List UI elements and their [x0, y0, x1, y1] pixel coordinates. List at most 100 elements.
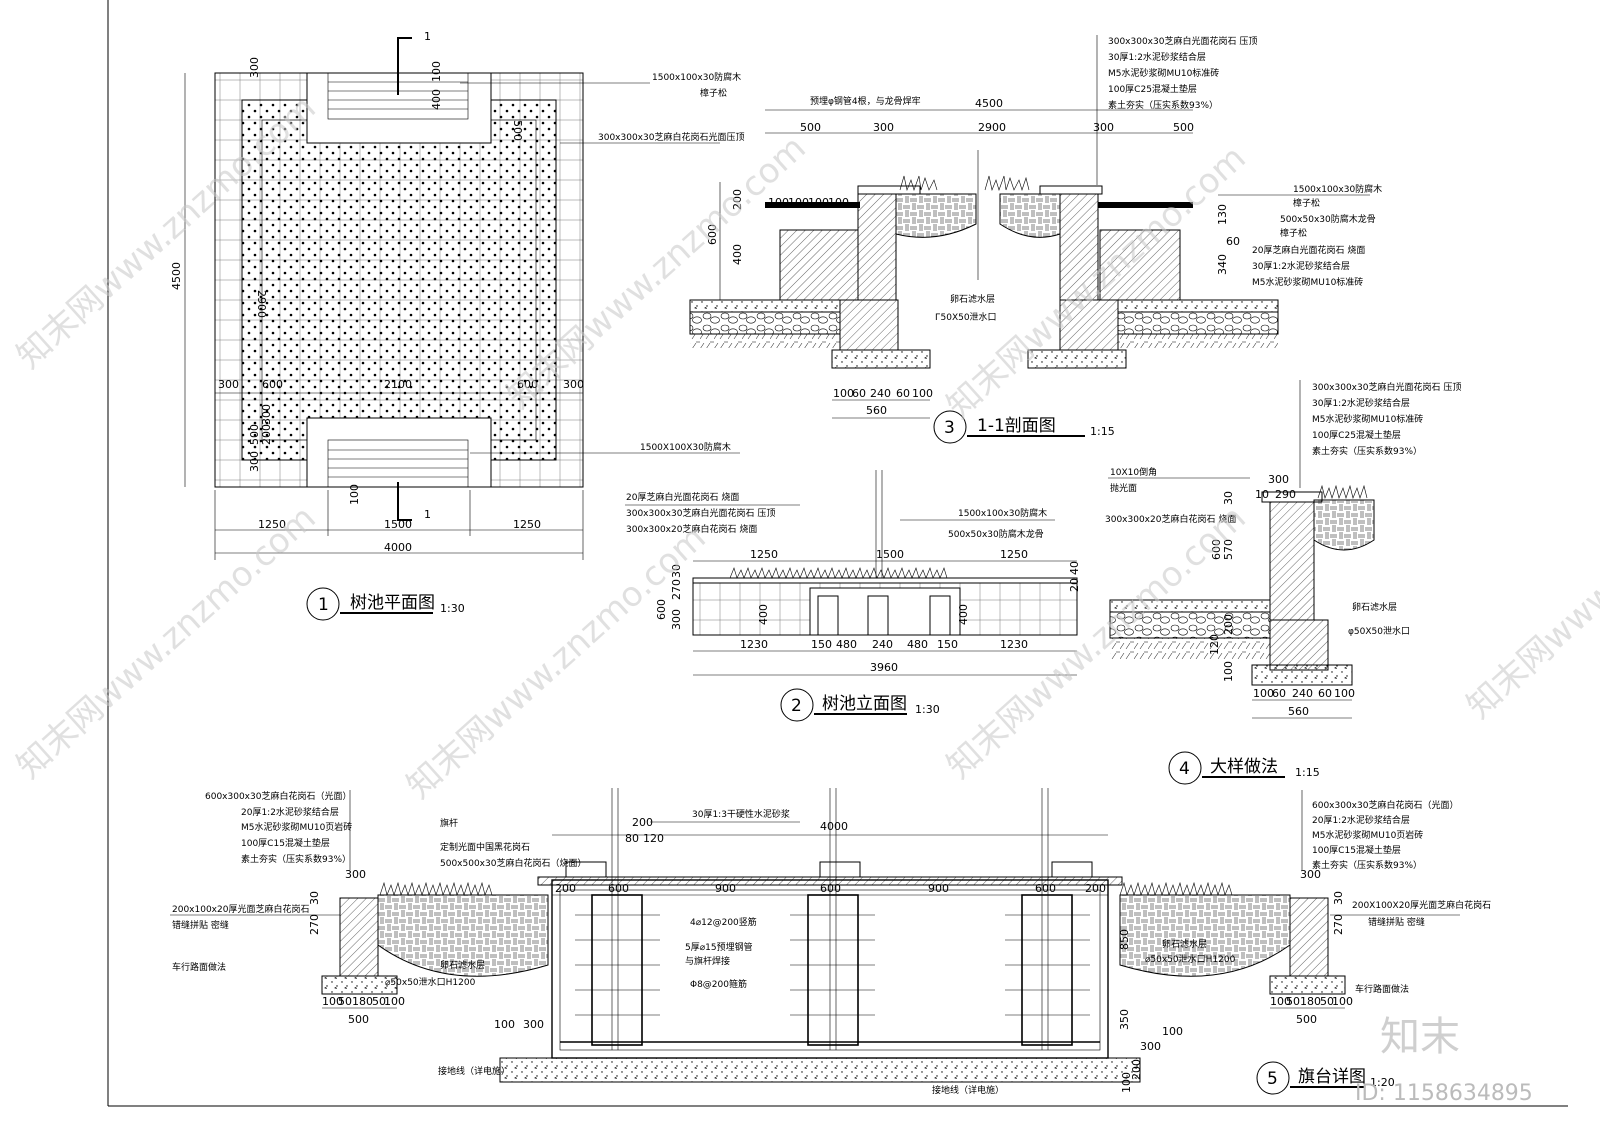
plan-dim-500b: 500: [511, 120, 524, 141]
flag-r50b: 50: [1320, 995, 1334, 1008]
flag-f100: 100: [494, 1018, 515, 1031]
elev-t1250b: 1250: [1000, 548, 1028, 561]
sec-notes-side: 1500x100x30防腐木 樟子松 500x50x30防腐木龙骨 樟子松 20…: [1252, 183, 1382, 288]
flag-d120: 120: [643, 832, 664, 845]
elev-b480a: 480: [836, 638, 857, 651]
flag-v100a: 100: [1120, 1072, 1133, 1093]
sec-dim-340: 340: [1216, 254, 1229, 275]
elev-b1230b: 1230: [1000, 638, 1028, 651]
sec-dim-300b: 300: [1093, 121, 1114, 134]
flag-flagpole: 旗杆: [440, 817, 458, 829]
flag-v350: 350: [1118, 1009, 1131, 1030]
detail-scale: 1:15: [1295, 766, 1320, 779]
sec-note-pipe: 预埋φ钢管4根，与龙骨焊牢: [810, 95, 921, 107]
flag-l100a: 100: [322, 995, 343, 1008]
detail-number: 4: [1179, 759, 1190, 779]
flag-r30: 30: [1332, 891, 1345, 905]
detail-v100: 100: [1222, 661, 1235, 682]
sec-note-1: 30厚1:2水泥砂浆结合层: [1108, 51, 1206, 63]
sec-b60b: 60: [896, 387, 910, 400]
detail-note-0: 300x300x30芝麻白光面花岗石 压顶: [1312, 381, 1461, 393]
detail-note-3: 100厚C25混凝土垫层: [1312, 429, 1401, 441]
sec-side-3: 樟子松: [1280, 227, 1307, 239]
flag-c600c: 600: [1035, 882, 1056, 895]
flag-drain-left: ⌀50x50泄水口H1200: [385, 976, 476, 988]
flag-note-left-3: 100厚C15混凝土垫层: [241, 837, 330, 849]
flag-v300: 300: [1140, 1040, 1161, 1053]
detail-t300: 300: [1268, 473, 1289, 486]
sec-gravel: 卵石滤水层: [950, 293, 995, 305]
elev-b150b: 150: [937, 638, 958, 651]
flag-r300: 300: [1300, 868, 1321, 881]
sec-note-0: 300x300x30芝麻白光面花岗石 压顶: [1108, 35, 1257, 47]
watermark-7: 知末网www.znzmo.com: [1459, 438, 1600, 727]
detail-b560: 560: [1288, 705, 1309, 718]
flag-note-right-3: 100厚C15混凝土垫层: [1312, 844, 1401, 856]
flag-v200: 200: [1130, 1059, 1143, 1080]
flag-side-right-0: 200X100X20厚光面芝麻白花岗石: [1352, 899, 1491, 911]
flag-note-left-1: 20厚1:2水泥砂浆结合层: [241, 806, 339, 818]
sec-note-2: M5水泥砂浆砌MU10标准砖: [1108, 67, 1219, 79]
flag-c900a: 900: [715, 882, 736, 895]
elev-title: 树池立面图: [822, 694, 907, 714]
flag-rebar-2: 与旗杆焊接: [685, 955, 730, 967]
flag-rebar-3: Φ8@200箍筋: [690, 978, 747, 990]
detail-b60b: 60: [1318, 687, 1332, 700]
flag-scale: 1:20: [1370, 1076, 1395, 1089]
watermark-4: 知末网www.znzmo.com: [9, 498, 323, 787]
flag-v100b: 100: [1162, 1025, 1183, 1038]
tree-pool-elevation: 1250 1500 1250 1230 150 480 240 480 150 …: [625, 470, 1081, 722]
sec-b100a: 100: [833, 387, 854, 400]
plan-row-600-left: 600: [262, 378, 283, 391]
plan-row-600-right: 600: [517, 378, 538, 391]
flag-l180: 180: [352, 995, 373, 1008]
flag-gravel-right: 卵石滤水层: [1162, 938, 1207, 950]
detail-section: 300x300x30芝麻白光面花岗石 压顶 30厚1:2水泥砂浆结合层 M5水泥…: [1105, 380, 1461, 785]
flag-rebar-0: 4⌀12@200竖筋: [690, 916, 757, 928]
plan-dim-total: 4000: [384, 541, 412, 554]
sec-b240: 240: [870, 387, 891, 400]
detail-b100b: 100: [1334, 687, 1355, 700]
flag-mortar: 30厚1:3干硬性水泥砂浆: [692, 808, 790, 820]
elev-label-right-0: 1500x100x30防腐木: [958, 507, 1047, 519]
flag-drain-right: ⌀50x50泄水口H1200: [1145, 953, 1236, 965]
sec-dim-600: 600: [706, 224, 719, 245]
plan-row-300-left: 300: [218, 378, 239, 391]
flag-note-left-2: M5水泥砂浆砌MU10页岩砖: [241, 821, 352, 833]
znzmo-logo: 知末: [1380, 1014, 1460, 1060]
sec-side-0: 1500x100x30防腐木: [1293, 183, 1382, 195]
flag-v850: 850: [1118, 929, 1131, 950]
sec-dim-top100c: 100: [808, 196, 829, 209]
tree-pool-plan: 1 1 1250 1500 1250 4000 4500 2900 300 30…: [170, 30, 744, 621]
flag-number: 5: [1267, 1069, 1278, 1089]
detail-note-1: 30厚1:2水泥砂浆结合层: [1312, 397, 1410, 409]
flag-black-granite: 定制光面中国黑花岗石: [440, 841, 530, 853]
flag-d4000: 4000: [820, 820, 848, 833]
sec-side-2: 500x50x30防腐木龙骨: [1280, 213, 1376, 225]
flag-l500: 500: [348, 1013, 369, 1026]
flag-gravel-left: 卵石滤水层: [440, 959, 485, 971]
elev-v400a: 400: [757, 604, 770, 625]
sec-b560: 560: [866, 404, 887, 417]
plan-dim-300c: 300: [260, 404, 273, 425]
flag-white-granite: 500x500x30芝麻白花岗石（烧面）: [440, 857, 586, 869]
flag-platform-detail: 4000 200 80 120 200 600 900 600 900 600 …: [170, 788, 1491, 1096]
elev-v40: 40: [1068, 561, 1081, 575]
flag-title: 旗台详图: [1298, 1067, 1366, 1087]
plan-scale: 1:30: [440, 602, 465, 615]
flag-note-right-1: 20厚1:2水泥砂浆结合层: [1312, 814, 1410, 826]
elev-v270: 270: [670, 579, 683, 600]
detail-v570: 570: [1222, 539, 1235, 560]
flag-l50a: 50: [338, 995, 352, 1008]
elev-total: 3960: [870, 661, 898, 674]
sec-dim-200: 200: [731, 189, 744, 210]
plan-bench-400: 400: [430, 89, 443, 110]
plan-dim-vertical-total: 4500: [170, 262, 183, 290]
flag-rebar-1: 5厚⌀15预埋钢管: [685, 941, 753, 953]
elev-number: 2: [791, 696, 802, 716]
detail-b100a: 100: [1253, 687, 1274, 700]
flag-l100b: 100: [384, 995, 405, 1008]
flag-note-left-4: 素土夯实（压实系数93%）: [241, 853, 351, 865]
elev-b1230a: 1230: [740, 638, 768, 651]
flag-note-left-0: 600x300x30芝麻白花岗石（光面）: [205, 790, 351, 802]
